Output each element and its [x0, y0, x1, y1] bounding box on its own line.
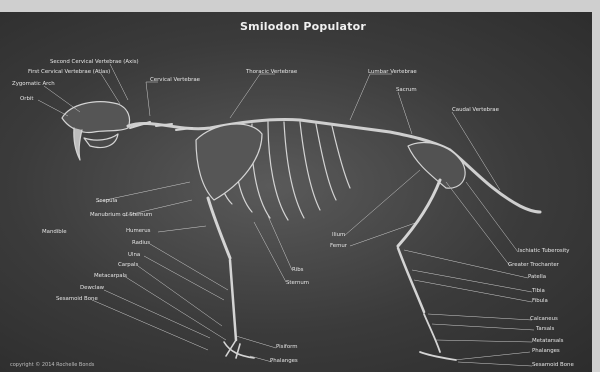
label-tibia: Tibia — [532, 289, 545, 294]
label-tarsals: Tarsals — [536, 327, 554, 332]
leader-phalanges-hind — [454, 352, 530, 360]
leader-pisiform — [236, 336, 276, 348]
label-second-cervical: Second Cervical Vertebrae (Axis) — [50, 60, 139, 65]
leader-ribs — [268, 216, 292, 270]
leader-atlas — [100, 72, 120, 104]
label-orbit: Orbit — [20, 97, 34, 102]
label-pisiform: Pisiform — [276, 345, 298, 350]
rib-8 — [332, 126, 350, 188]
leader-cervical — [146, 82, 158, 116]
label-ribs: Ribs — [292, 268, 303, 273]
copyright-text: copyright © 2014 Rochelle Bonds — [10, 362, 94, 368]
label-radius: Radius — [132, 241, 150, 246]
femur-bone — [398, 180, 440, 246]
label-calcaneus: Calcaneus — [530, 317, 558, 322]
leader-sacrum — [398, 92, 412, 134]
label-carpals: Carpals — [118, 263, 138, 268]
leader-carpals — [138, 266, 222, 326]
label-sacrum: Sacrum — [396, 88, 417, 93]
rib-7 — [316, 124, 336, 200]
humerus-bone — [208, 198, 230, 258]
leader-ischiatic — [466, 182, 518, 252]
label-ischiatic: Ischiatic Tuberosity — [518, 249, 570, 254]
label-ulna: Ulna — [128, 253, 140, 258]
rib-6 — [300, 122, 320, 210]
forearm — [230, 260, 236, 340]
label-greater-trochanter: Greater Trochanter — [508, 263, 559, 268]
label-humerus: Humerus — [126, 229, 150, 234]
label-phalanges-front: Phalanges — [270, 359, 298, 364]
leader-humerus — [158, 226, 206, 232]
label-ilium: Ilium — [332, 233, 345, 238]
leader-zygomatic — [44, 86, 80, 112]
leader-sesamoid — [92, 300, 208, 350]
leader-orbit — [38, 100, 68, 116]
label-metatarsals: Metatarsals — [532, 339, 563, 344]
label-zygomatic: Zygomatic Arch — [12, 82, 55, 87]
saber-tooth — [74, 128, 82, 160]
tibia-bone — [398, 248, 424, 312]
leader-tarsals — [432, 324, 534, 330]
leader-sternum — [254, 222, 286, 282]
rib-5 — [284, 122, 304, 218]
leader-thoracic — [230, 74, 275, 118]
label-first-cervical: First Cervical Vertebrae (Atlas) — [28, 70, 110, 75]
label-thoracic: Thoracic Vertebrae — [246, 70, 297, 75]
label-mandible: Mandible — [42, 230, 67, 235]
leader-dewclaw — [104, 290, 210, 338]
label-patella: Patella — [528, 275, 546, 280]
label-sesamoid: Sesamoid Bone — [56, 297, 98, 302]
forepaw — [224, 340, 254, 358]
leader-ilium — [344, 170, 420, 236]
leader-lumbar — [350, 74, 392, 120]
label-caudal: Caudal Vertebrae — [452, 108, 499, 113]
leader-phalanges-front — [250, 356, 272, 362]
hind-foot — [420, 314, 456, 360]
label-sesamoid-hind: Sesamoid Bone — [532, 363, 574, 368]
leader-metacarpals — [124, 276, 226, 340]
label-metacarpals: Metacarpals — [94, 274, 127, 279]
label-femur: Femur — [330, 244, 347, 249]
leader-axis — [110, 64, 128, 100]
label-cervical: Cervical Vertebrae — [150, 78, 200, 83]
label-lumbar: Lumbar Vertebrae — [368, 70, 417, 75]
label-fibula: Fibula — [532, 299, 548, 304]
leader-sesamoid-hind — [458, 362, 532, 366]
poster-title: Smilodon Populator — [208, 20, 398, 33]
label-sternum: Sternum — [286, 281, 309, 286]
label-scapula: Scapula — [96, 199, 117, 204]
scapula-bone — [196, 124, 262, 200]
leader-ulna — [144, 256, 224, 300]
leader-metatarsals — [436, 340, 532, 342]
mandible-bone — [84, 134, 118, 148]
pelvis — [408, 143, 465, 189]
label-dewclaw: Dewclaw — [80, 286, 104, 291]
leader-calcaneus — [428, 314, 532, 320]
label-manubrium: Manubrium of Sternum — [90, 213, 152, 218]
label-phalanges-hind: Phalanges — [532, 349, 560, 354]
leader-tibia — [412, 270, 532, 292]
leader-fibula — [414, 280, 532, 302]
